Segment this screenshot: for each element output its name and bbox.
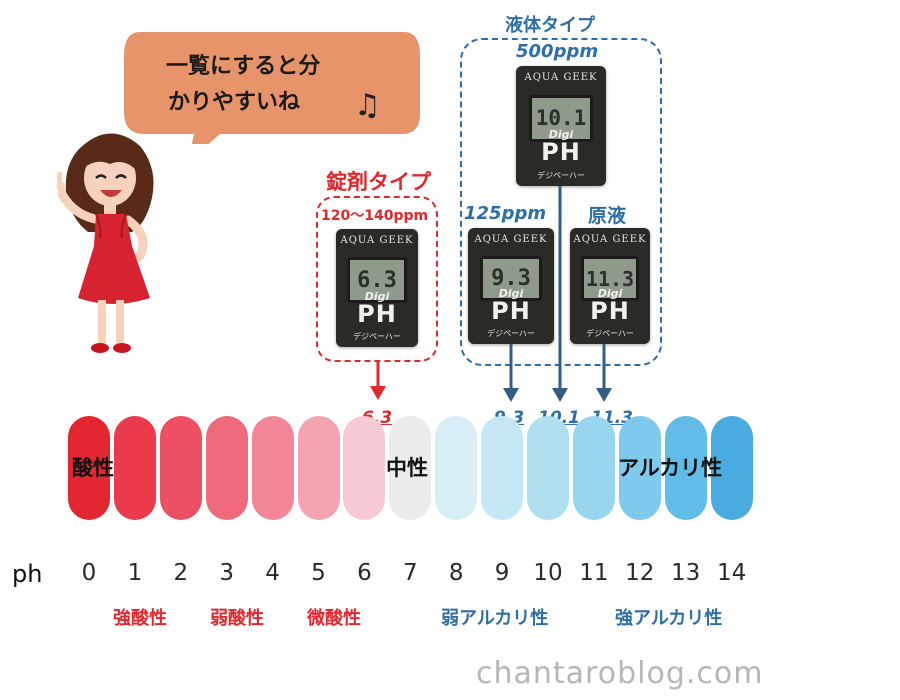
ph-segment-12	[618, 416, 661, 520]
ph-tick-9: 9	[494, 560, 510, 586]
tablet-ppm-range: 120～140ppm	[321, 208, 429, 224]
ph-segment-0	[68, 416, 110, 520]
ph-segment-11	[572, 416, 615, 520]
meter-lcd-reading: 11.3	[581, 255, 639, 302]
ph-tick-11: 11	[579, 560, 609, 586]
meter-logo-digi: Digi	[548, 128, 574, 142]
site-watermark: chantaroblog.com	[476, 656, 764, 691]
meter-lcd-reading: 6.3	[347, 257, 407, 304]
meter-logo-ph: PH	[541, 138, 581, 167]
ph-tick-3: 3	[219, 560, 234, 586]
liquid-stock-label: 原液	[588, 205, 627, 227]
ph-segment-10	[527, 416, 569, 520]
liquid-125ppm-label: 125ppm	[464, 203, 547, 224]
arrow-125ppm	[503, 344, 519, 402]
ph-tick-5: 5	[311, 560, 326, 586]
ph-tick-4: 4	[265, 560, 280, 586]
ph-segment-1	[113, 416, 156, 520]
meter-logo-sub: デジペーハー	[537, 171, 585, 180]
ph-tick-7: 7	[402, 560, 418, 586]
zone-alkali-label: アルカリ性	[618, 456, 723, 480]
ph-tick-6: 6	[357, 560, 372, 586]
ph-tick-12: 12	[625, 560, 655, 586]
ph-segment-2	[159, 416, 202, 520]
meter-brand: AQUA GEEK	[573, 234, 647, 245]
meter-logo-ph: PH	[491, 297, 531, 326]
ph-tick-10: 10	[533, 560, 563, 586]
tablet-arrow	[370, 362, 386, 400]
tablet-type-box	[316, 196, 438, 362]
girl-illustration	[56, 133, 154, 353]
tablet-type-title: 錠剤タイプ	[326, 170, 431, 194]
meter-logo-ph: PH	[590, 297, 630, 326]
ph-tick-0: 0	[81, 560, 97, 586]
ph-tick-13: 13	[671, 560, 701, 586]
meter-logo-digi: Digi	[597, 287, 623, 301]
bubble-line-2: かりやすいね	[168, 90, 301, 115]
ph-axis-label: ph	[12, 560, 43, 588]
ph-tick-14: 14	[716, 560, 747, 586]
meter-brand: AQUA GEEK	[524, 72, 598, 83]
meter-brand: AQUA GEEK	[340, 235, 414, 246]
ph-segment-9	[481, 416, 524, 520]
ph-segment-8	[435, 416, 478, 520]
category-weak-alkali: 弱アルカリ性	[441, 608, 549, 629]
speech-bubble	[124, 32, 420, 144]
ph-segment-7	[389, 416, 432, 520]
liquid-500ppm-label: 500ppm	[516, 41, 599, 62]
meter-logo-digi: Digi	[498, 287, 524, 301]
bubble-line-1: 一覧にすると分	[166, 54, 321, 79]
ph-segment-14	[710, 416, 753, 520]
ph-segment-3	[205, 416, 248, 520]
arrow-500ppm	[552, 186, 568, 402]
category-strong-acid: 強酸性	[113, 608, 167, 629]
ph-segment-5	[297, 416, 340, 520]
ph-tick-8: 8	[448, 560, 464, 586]
meter-logo-sub: デジペーハー	[586, 329, 634, 338]
meter-lcd-reading: 9.3	[480, 255, 542, 302]
ph-tick-2: 2	[173, 560, 189, 586]
ph-segment-13	[664, 416, 707, 520]
ph-segment-6	[343, 416, 386, 520]
zone-acid-label: 酸性	[72, 456, 114, 480]
meter-logo-digi: Digi	[364, 289, 390, 303]
zone-neutral-label: 中性	[386, 456, 428, 480]
liquid-type-title: 液体タイプ	[505, 15, 595, 36]
meter-brand: AQUA GEEK	[474, 234, 548, 245]
arrow-stock	[596, 344, 612, 402]
category-strong-alkali: 強アルカリ性	[615, 608, 723, 629]
ph-tick-1: 1	[127, 560, 143, 586]
music-note-icon: ♫	[354, 88, 381, 123]
meter-logo-sub: デジペーハー	[353, 332, 401, 341]
meter-logo-sub: デジペーハー	[487, 329, 535, 338]
meter-lcd-reading: 10.1	[528, 94, 594, 142]
category-slight-acid: 微酸性	[307, 608, 361, 629]
ph-segment-4	[251, 416, 294, 520]
meter-logo-ph: PH	[357, 299, 397, 328]
category-weak-acid: 弱酸性	[210, 608, 264, 629]
